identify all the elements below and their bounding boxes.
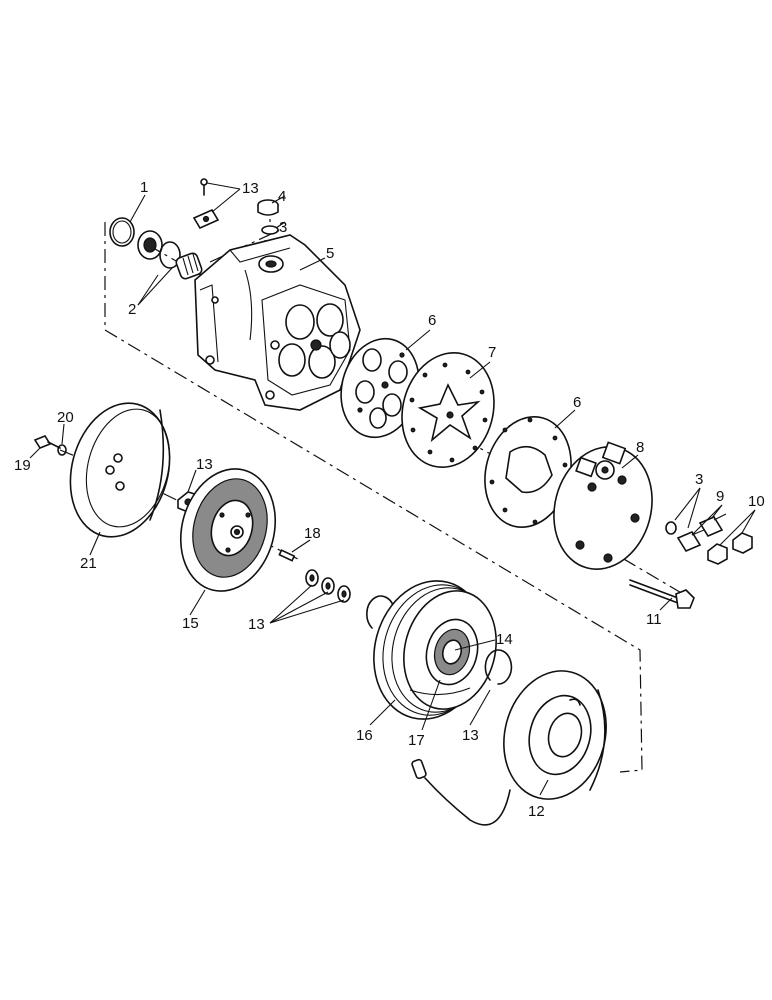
part-8-rear-head <box>553 441 653 570</box>
label-13-snap-ring: 13 <box>462 727 479 744</box>
label-2: 2 <box>128 301 136 318</box>
label-5: 5 <box>326 245 334 262</box>
label-9: 9 <box>716 488 724 505</box>
label-13-nut: 13 <box>196 456 213 473</box>
label-4: 4 <box>278 188 286 205</box>
part-2-seal-set <box>137 230 203 280</box>
part-1-o-ring-inner <box>112 220 132 244</box>
label-18: 18 <box>304 525 321 542</box>
label-20: 20 <box>57 409 74 426</box>
part-number-labels: 1 2 3 4 13 5 6 7 6 8 3 9 10 11 12 13 13 … <box>14 179 765 820</box>
label-10: 10 <box>748 493 765 510</box>
part-3-washer-top <box>261 225 279 235</box>
label-1: 1 <box>140 179 148 196</box>
label-16: 16 <box>356 727 373 744</box>
label-14: 14 <box>496 631 513 648</box>
part-12-field-coil <box>503 670 607 800</box>
part-20-washer <box>57 444 67 456</box>
part-7-valve-plate <box>401 351 495 469</box>
part-11-through-bolt <box>629 579 695 609</box>
part-16-pulley <box>373 580 497 720</box>
field-coil-wire-lead <box>411 758 511 826</box>
leader-lines <box>29 182 756 796</box>
label-21: 21 <box>80 555 97 572</box>
label-7: 7 <box>488 344 496 361</box>
label-19: 19 <box>14 457 31 474</box>
part-13-snap-ring-rear <box>484 649 513 685</box>
part-3-washer-right <box>665 521 677 535</box>
part-19-bolt <box>33 435 61 449</box>
label-3-right: 3 <box>695 471 703 488</box>
label-12: 12 <box>528 803 545 820</box>
label-3-top: 3 <box>279 219 287 236</box>
label-6-front: 6 <box>428 312 436 329</box>
part-15-clutch-plate <box>179 468 277 592</box>
label-11: 11 <box>646 611 662 628</box>
part-6-gasket-rear <box>484 416 572 528</box>
part-5-compressor-body <box>194 234 361 411</box>
part-13-shims <box>305 569 351 603</box>
part-13-top-screw-clip <box>192 178 220 230</box>
label-8: 8 <box>636 439 644 456</box>
label-13-shims: 13 <box>248 616 265 633</box>
label-15: 15 <box>182 615 199 632</box>
part-4-plug <box>257 199 279 216</box>
label-6-rear: 6 <box>573 394 581 411</box>
label-17: 17 <box>408 732 425 749</box>
part-1-o-ring <box>109 217 135 247</box>
label-13-top: 13 <box>242 180 259 197</box>
part-18-key <box>278 549 296 562</box>
part-10-caps <box>707 532 753 565</box>
part-21-dust-cover <box>69 402 171 538</box>
